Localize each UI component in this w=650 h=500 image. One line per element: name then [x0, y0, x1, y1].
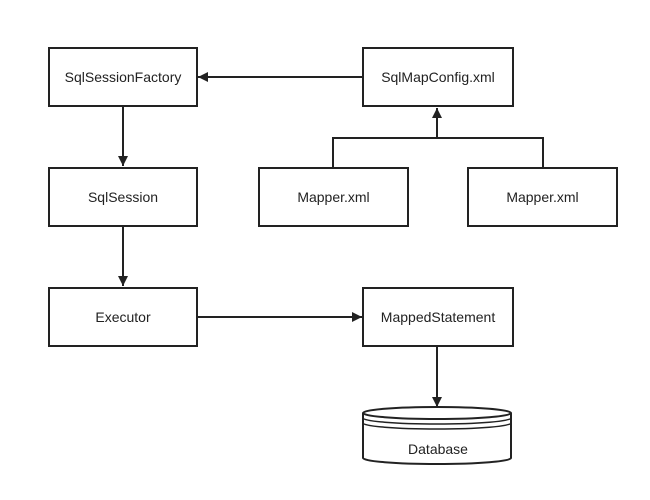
- sqlsessionfactory-node: SqlSessionFactory: [48, 47, 198, 107]
- database-cylinder: [362, 406, 512, 465]
- database-top: [362, 406, 512, 420]
- database-ring-2: [362, 422, 512, 430]
- database-body: [362, 413, 512, 465]
- sqlsession-node: SqlSession: [48, 167, 198, 227]
- executor-node: Executor: [48, 287, 198, 347]
- mapper-xml-node-left: Mapper.xml: [258, 167, 409, 227]
- mapper-xml-node-right: Mapper.xml: [467, 167, 618, 227]
- sqlmapconfig-node: SqlMapConfig.xml: [362, 47, 514, 107]
- database-label: Database: [408, 441, 468, 457]
- edge-mappers-to-config: [332, 137, 544, 167]
- mappedstatement-node: MappedStatement: [362, 287, 514, 347]
- database-ring-1: [362, 417, 512, 425]
